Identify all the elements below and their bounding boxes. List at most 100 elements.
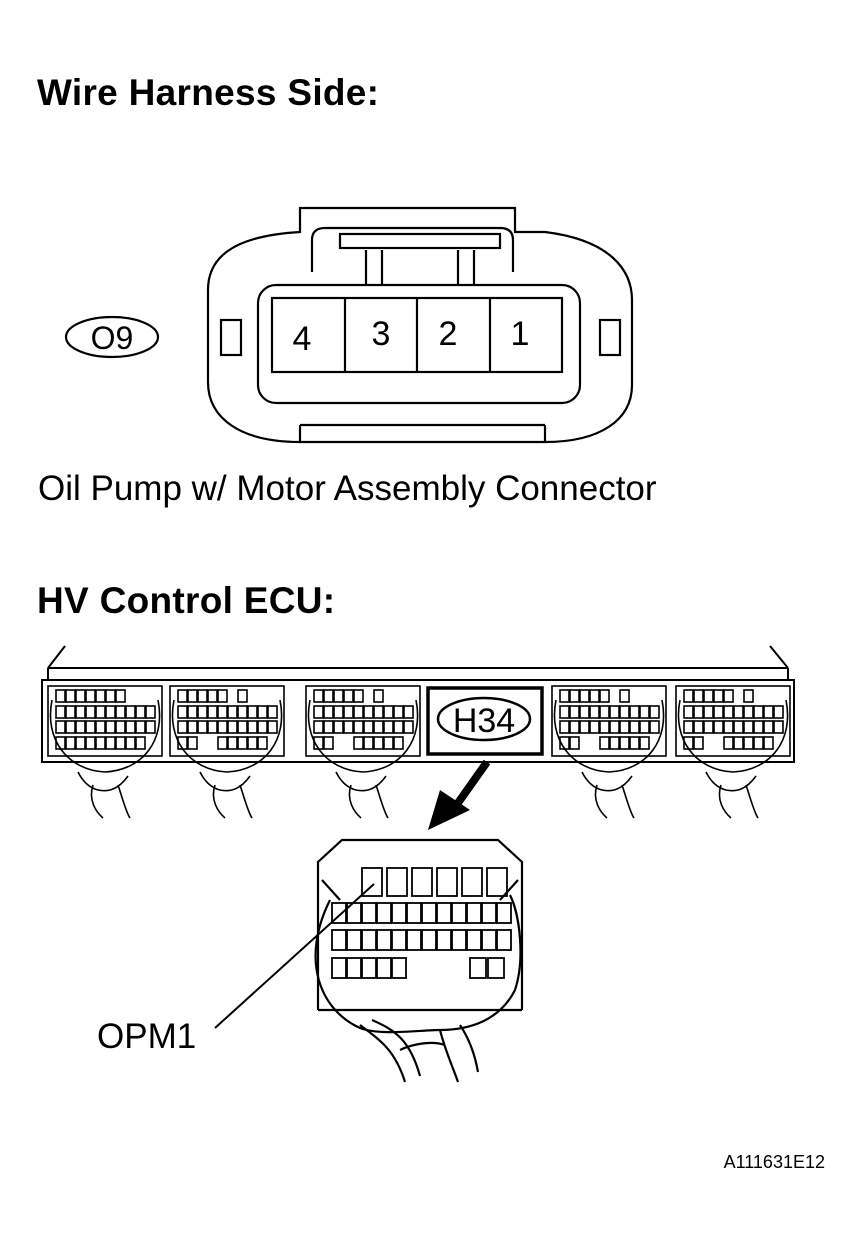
ecu-pin [85,689,96,703]
ecu-connector-1 [47,685,163,819]
ecu-pin [65,736,76,750]
ecu-connector-frame [305,685,421,757]
ecu-pin [733,720,744,734]
ecu-pin [207,705,218,719]
ecu-pin [723,689,734,703]
ecu-pin [247,705,258,719]
h34-pin-grid [331,867,512,979]
h34-pin [391,929,407,951]
h34-pin [376,902,392,924]
ecu-pin [95,689,106,703]
ecu-pin [313,720,324,734]
ecu-pin [383,736,394,750]
ecu-connector-frame [169,685,285,757]
ecu-pin [733,705,744,719]
ecu-pin [247,720,258,734]
ecu-pin [559,689,570,703]
ecu-wire-bundle [199,771,251,792]
h34-pin [466,929,482,951]
ecu-pin [373,736,384,750]
ecu-pin [743,736,754,750]
ecu-pin [619,736,630,750]
ecu-connector-5 [675,685,791,819]
wire-harness-heading: Wire Harness Side: [37,72,380,113]
ecu-pin [763,720,774,734]
opm1-label: OPM1 [97,1017,196,1056]
o9-code-oval [64,315,160,359]
ecu-pin [373,705,384,719]
ecu-pin [227,736,238,750]
ecu-pin [569,689,580,703]
ecu-pin [187,689,198,703]
ecu-pin [733,736,744,750]
ecu-pin [569,720,580,734]
ecu-pin [579,705,590,719]
ecu-pin [115,720,126,734]
ecu-wire [117,784,131,819]
h34-pin [346,957,362,979]
ecu-pin [177,705,188,719]
ecu-pin [773,720,784,734]
ecu-connector-4 [551,685,667,819]
ecu-pin [629,705,640,719]
h34-top-pin [411,867,433,897]
ecu-pin [693,689,704,703]
h34-pin [481,902,497,924]
ecu-wire [621,784,635,819]
ecu-pin [649,720,660,734]
ecu-pin [145,720,156,734]
ecu-harness-outline [553,699,665,773]
ecu-wire [239,784,253,819]
ecu-pin [693,736,704,750]
ecu-pin [609,705,620,719]
h34-pin [406,902,422,924]
ecu-pin [619,720,630,734]
ecu-pin [267,705,278,719]
ecu-pin [569,705,580,719]
h34-top-pin [486,867,508,897]
ecu-pin [579,720,590,734]
ecu-pin [393,705,404,719]
h34-pin [331,957,347,979]
h34-top-pin [361,867,383,897]
ecu-pin [683,705,694,719]
ecu-pin [363,720,374,734]
ecu-pin [753,736,764,750]
ecu-pin [713,705,724,719]
ecu-pin [177,720,188,734]
ecu-pin [559,720,570,734]
ecu-wire [745,784,759,819]
ecu-pin [197,705,208,719]
ecu-pin [125,720,136,734]
ecu-pin [267,720,278,734]
ecu-pin [343,689,354,703]
h34-pin [331,902,347,924]
ecu-pin [75,720,86,734]
ecu-pin [333,705,344,719]
ecu-pin [257,736,268,750]
ecu-pin [639,705,650,719]
ecu-pin [743,689,754,703]
ecu-pin [373,720,384,734]
ecu-pin [257,705,268,719]
ecu-pin [247,736,258,750]
h34-pin [451,929,467,951]
h34-top-pin [386,867,408,897]
h34-pin [496,929,512,951]
ecu-pin [207,720,218,734]
ecu-pin [207,689,218,703]
h34-pin [331,929,347,951]
ecu-pin [693,720,704,734]
ecu-connector-frame [47,685,163,757]
ecu-pin [619,689,630,703]
ecu-pin [599,736,610,750]
h34-code-label: H34 [453,702,515,740]
ecu-pin [197,689,208,703]
ecu-pin [313,689,324,703]
pointer-arrow [428,759,491,830]
ecu-wire-bundle [705,771,757,792]
ecu-pin [713,689,724,703]
ecu-pin [609,736,620,750]
ecu-pin [363,705,374,719]
